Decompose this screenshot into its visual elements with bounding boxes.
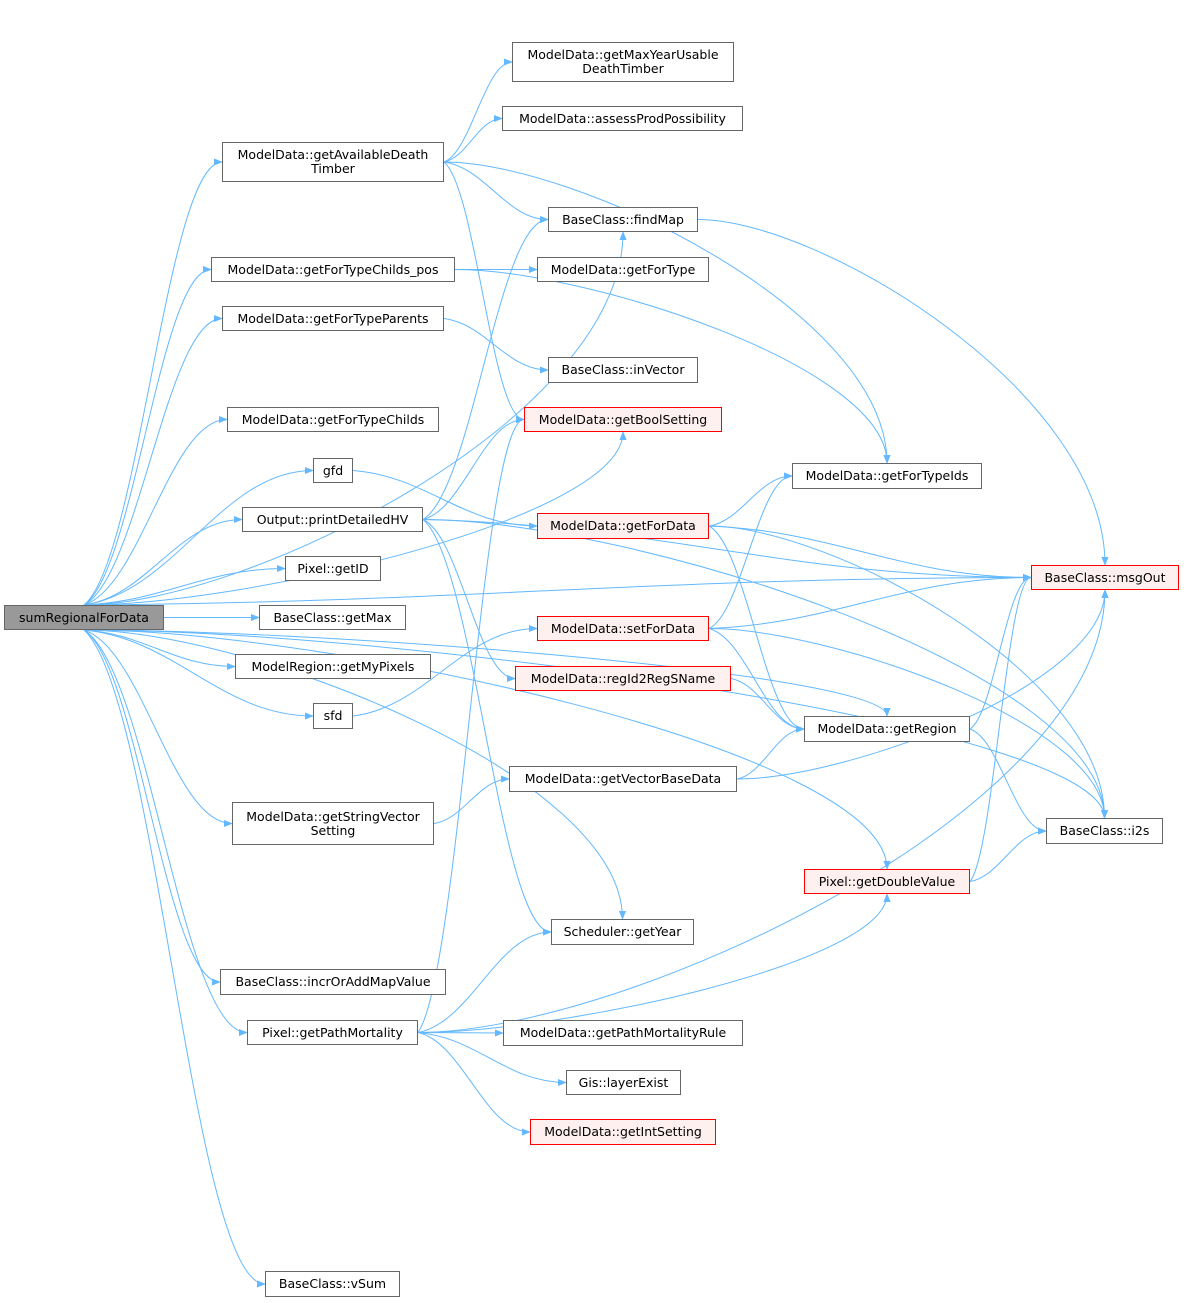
edge-avail-to-assess [443, 114, 503, 163]
edge-printHV-to-year [422, 519, 552, 936]
node-gfd[interactable]: gfd [313, 458, 353, 483]
node-sfd[interactable]: sfd [313, 703, 353, 729]
node-year[interactable]: Scheduler::getYear [551, 919, 694, 945]
edge-sum-to-sfd [83, 629, 314, 720]
edge-sum-to-findMap [83, 231, 627, 606]
edge-sum-to-childsPos [83, 265, 212, 606]
edge-sum-to-parents [83, 314, 223, 606]
edge-pathMort-to-layer [417, 1032, 567, 1087]
edge-region-to-i2s [969, 728, 1047, 835]
edge-regName-to-region [730, 678, 805, 733]
node-path-mort[interactable]: Pixel::getPathMortality [247, 1020, 418, 1045]
node-sum[interactable]: sumRegionalForData [4, 605, 164, 630]
node-get-i-d[interactable]: Pixel::getID [285, 556, 381, 581]
node-dbl-val[interactable]: Pixel::getDoubleValue [804, 869, 970, 894]
node-my-pixels[interactable]: ModelRegion::getMyPixels [235, 654, 431, 679]
node-region[interactable]: ModelData::getRegion [804, 716, 970, 742]
edge-setForData-to-msgOut [708, 573, 1032, 629]
edge-printHV-to-findMap [422, 215, 549, 520]
edge-setForData-to-i2s [708, 628, 1109, 819]
node-assess[interactable]: ModelData::assessProdPossibility [502, 106, 743, 131]
edge-setForData-to-typeIds [708, 472, 793, 629]
node-type-ids[interactable]: ModelData::getForTypeIds [792, 463, 982, 489]
edge-sum-to-boolSetting [83, 431, 627, 606]
node-find-map[interactable]: BaseClass::findMap [548, 207, 698, 232]
edge-sum-to-msgOut [83, 573, 1032, 606]
node-v-sum[interactable]: BaseClass::vSum [265, 1271, 400, 1297]
edge-sum-to-avail [83, 158, 223, 606]
edge-sum-to-year [83, 629, 627, 920]
edge-avail-to-findMap [443, 161, 549, 224]
edge-avail-to-boolSetting [443, 161, 525, 424]
edge-strVec-to-vecBase [433, 775, 510, 824]
edge-findMap-to-msgOut [697, 219, 1109, 566]
node-childs[interactable]: ModelData::getForTypeChilds [227, 407, 439, 432]
node-incr[interactable]: BaseClass::incrOrAddMapValue [220, 969, 446, 995]
edge-dblVal-to-i2s [969, 827, 1047, 882]
edge-vecBase-to-msgOut [736, 589, 1109, 780]
node-for-type[interactable]: ModelData::getForType [537, 257, 709, 282]
node-max-year[interactable]: ModelData::getMaxYearUsable DeathTimber [512, 42, 734, 82]
edge-printHV-to-boolSetting [422, 415, 525, 520]
edge-pathMort-to-dblVal [417, 893, 891, 1033]
node-in-vector[interactable]: BaseClass::inVector [548, 357, 698, 383]
edge-vecBase-to-region [736, 725, 805, 780]
edge-sum-to-printHV [83, 515, 243, 606]
node-layer[interactable]: Gis::layerExist [566, 1070, 681, 1095]
edge-pathMort-to-msgOut [417, 589, 1109, 1033]
edge-printHV-to-regName [422, 519, 516, 683]
edge-sum-to-childs [83, 415, 228, 606]
node-set-for-data[interactable]: ModelData::setForData [537, 616, 709, 641]
node-print-h-v[interactable]: Output::printDetailedHV [242, 507, 423, 532]
edge-sum-to-strVec [83, 629, 233, 828]
edge-childsPos-to-typeIds [454, 269, 891, 464]
edge-setForData-to-region [708, 628, 805, 733]
edge-sum-to-myPixels [83, 629, 236, 671]
edge-forData-to-region [708, 525, 805, 733]
node-str-vec[interactable]: ModelData::getStringVector Setting [232, 802, 434, 845]
node-parents[interactable]: ModelData::getForTypeParents [222, 306, 444, 331]
edge-parents-to-inVector [443, 318, 549, 374]
node-for-data[interactable]: ModelData::getForData [537, 513, 709, 539]
edge-sum-to-incr [83, 629, 221, 986]
node-childs-pos[interactable]: ModelData::getForTypeChilds_pos [211, 257, 455, 282]
edge-sum-to-dblVal [83, 629, 891, 870]
edge-region-to-msgOut [969, 573, 1032, 730]
edge-printHV-to-i2s [422, 519, 1109, 819]
node-bool-setting[interactable]: ModelData::getBoolSetting [524, 407, 722, 432]
node-msg-out[interactable]: BaseClass::msgOut [1031, 565, 1179, 590]
node-path-rule[interactable]: ModelData::getPathMortalityRule [503, 1020, 743, 1046]
edge-pathMort-to-intSetting [417, 1032, 531, 1136]
edge-avail-to-maxYear [443, 58, 513, 163]
edge-pathMort-to-year [417, 928, 552, 1033]
edge-sfd-to-setForData [352, 624, 538, 717]
edge-sum-to-getID [83, 564, 286, 606]
edge-forData-to-typeIds [708, 472, 793, 527]
edge-sum-to-pathMort [83, 629, 248, 1037]
node-vec-base[interactable]: ModelData::getVectorBaseData [509, 766, 737, 792]
node-i2s[interactable]: BaseClass::i2s [1046, 818, 1163, 844]
node-avail[interactable]: ModelData::getAvailableDeath Timber [222, 142, 444, 182]
edge-avail-to-typeIds [443, 161, 891, 464]
edge-printHV-to-msgOut [422, 519, 1032, 582]
node-reg-name[interactable]: ModelData::regId2RegSName [515, 666, 731, 691]
edge-sum-to-region [83, 629, 891, 717]
edge-sum-to-vSum [83, 629, 266, 1288]
node-get-max[interactable]: BaseClass::getMax [259, 605, 406, 630]
node-int-setting[interactable]: ModelData::getIntSetting [530, 1119, 716, 1145]
edge-forData-to-i2s [708, 525, 1109, 819]
edge-dblVal-to-msgOut [969, 573, 1032, 882]
